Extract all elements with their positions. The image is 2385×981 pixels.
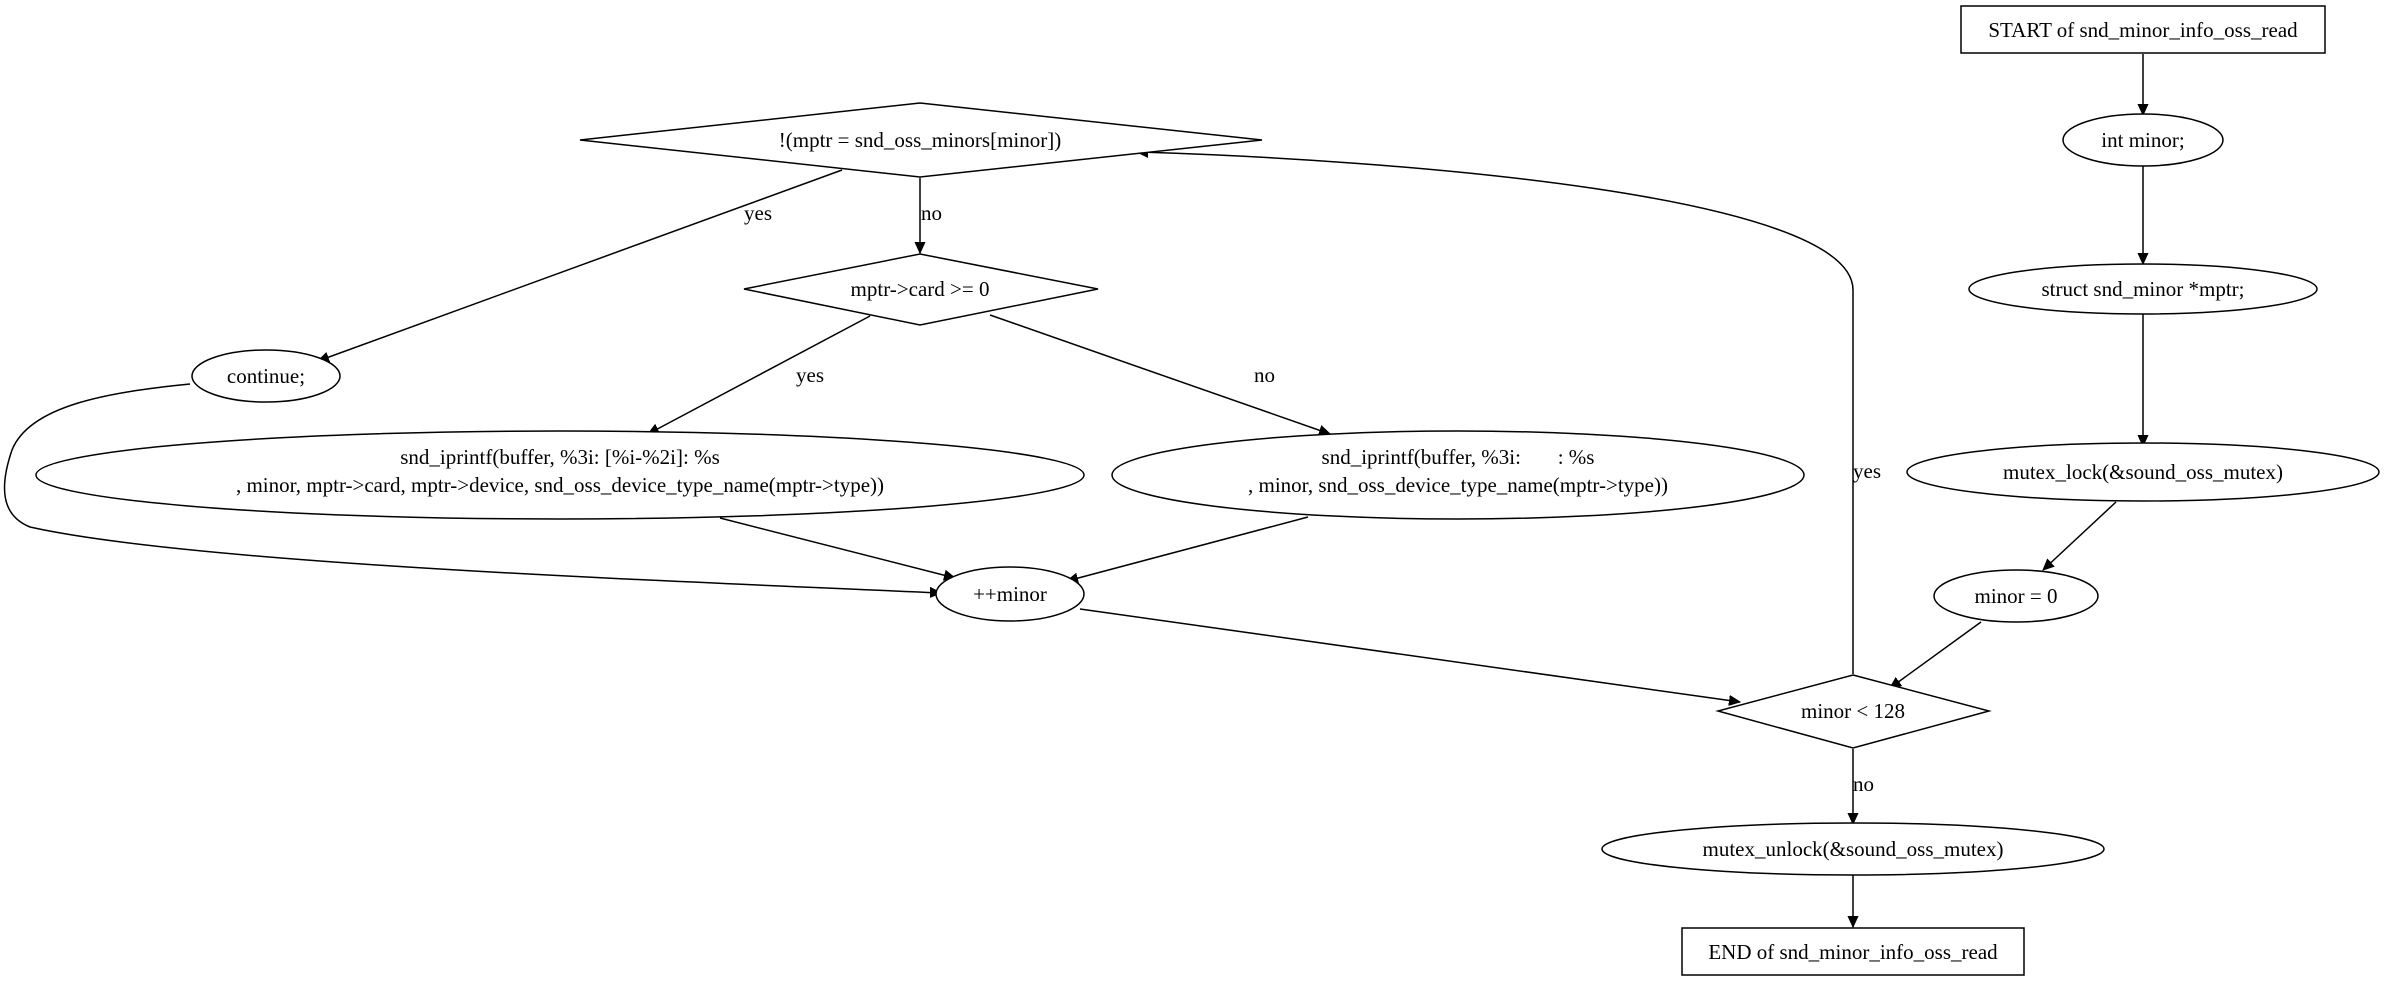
edge-iprintf-nocard-to-increment bbox=[1067, 516, 1309, 581]
card-condition-node-label: mptr->card >= 0 bbox=[851, 277, 990, 301]
start-node: START of snd_minor_info_oss_read bbox=[1960, 5, 2326, 54]
iprintf-card-node: snd_iprintf(buffer, %3i: [%i-%2i]: %s , … bbox=[35, 430, 1085, 520]
card-condition-node: mptr->card >= 0 bbox=[743, 253, 1099, 326]
mutex-lock-node: mutex_lock(&sound_oss_mutex) bbox=[1906, 442, 2380, 502]
label-loop-no: no bbox=[1853, 772, 1874, 796]
label-loop-yes: yes bbox=[1853, 459, 1881, 483]
struct-mptr-node: struct snd_minor *mptr; bbox=[1968, 263, 2318, 315]
edge-mptr-condition-yes-to-continue bbox=[318, 169, 843, 361]
iprintf-nocard-node-line2: , minor, snd_oss_device_type_name(mptr->… bbox=[1248, 473, 1668, 497]
continue-node: continue; bbox=[191, 349, 341, 403]
loop-condition-node: minor < 128 bbox=[1715, 674, 1992, 749]
mutex-lock-node-label: mutex_lock(&sound_oss_mutex) bbox=[2003, 460, 2283, 484]
continue-node-label: continue; bbox=[227, 364, 305, 388]
edge-iprintf-card-to-increment bbox=[719, 517, 955, 578]
edge-card-condition-yes-to-iprintf-card bbox=[648, 315, 871, 435]
edge-continue-to-increment bbox=[3, 383, 941, 593]
mptr-condition-node-label: !(mptr = snd_oss_minors[minor]) bbox=[779, 128, 1062, 152]
label-mptr-no: no bbox=[921, 201, 942, 225]
start-node-label: START of snd_minor_info_oss_read bbox=[1988, 18, 2298, 42]
iprintf-card-node-line1: snd_iprintf(buffer, %3i: [%i-%2i]: %s bbox=[400, 445, 720, 469]
edge-increment-to-loop-condition bbox=[1079, 608, 1740, 702]
edges bbox=[3, 54, 2143, 927]
label-card-no: no bbox=[1254, 363, 1275, 387]
struct-mptr-node-label: struct snd_minor *mptr; bbox=[2042, 277, 2245, 301]
minor-init-node-label: minor = 0 bbox=[1974, 584, 2057, 608]
mutex-unlock-node-label: mutex_unlock(&sound_oss_mutex) bbox=[1703, 837, 2004, 861]
loop-condition-node-label: minor < 128 bbox=[1801, 699, 1905, 723]
edge-card-condition-no-to-iprintf-nocard bbox=[989, 314, 1330, 434]
edge-loop-condition-yes-to-mptr-condition bbox=[1137, 152, 1854, 674]
iprintf-card-node-line2: , minor, mptr->card, mptr->device, snd_o… bbox=[236, 473, 884, 497]
mutex-unlock-node: mutex_unlock(&sound_oss_mutex) bbox=[1601, 822, 2105, 876]
edge-minor-init-to-loop-condition bbox=[1890, 621, 1982, 688]
edge-mutex-lock-to-minor-init bbox=[2043, 501, 2117, 570]
int-minor-node-label: int minor; bbox=[2101, 128, 2184, 152]
end-node: END of snd_minor_info_oss_read bbox=[1681, 927, 2025, 976]
int-minor-node: int minor; bbox=[2062, 113, 2224, 167]
increment-node: ++minor bbox=[935, 566, 1085, 622]
label-mptr-yes: yes bbox=[744, 201, 772, 225]
minor-init-node: minor = 0 bbox=[1933, 569, 2099, 623]
mptr-condition-node: !(mptr = snd_oss_minors[minor]) bbox=[579, 102, 1263, 178]
nodes: START of snd_minor_info_oss_read int min… bbox=[35, 5, 2380, 976]
increment-node-label: ++minor bbox=[973, 582, 1047, 606]
end-node-label: END of snd_minor_info_oss_read bbox=[1708, 940, 1998, 964]
label-card-yes: yes bbox=[796, 363, 824, 387]
edge-labels: yes no yes no yes no bbox=[744, 201, 1881, 796]
iprintf-nocard-node-line1: snd_iprintf(buffer, %3i: : %s bbox=[1322, 445, 1595, 469]
iprintf-nocard-node: snd_iprintf(buffer, %3i: : %s , minor, s… bbox=[1111, 430, 1805, 520]
